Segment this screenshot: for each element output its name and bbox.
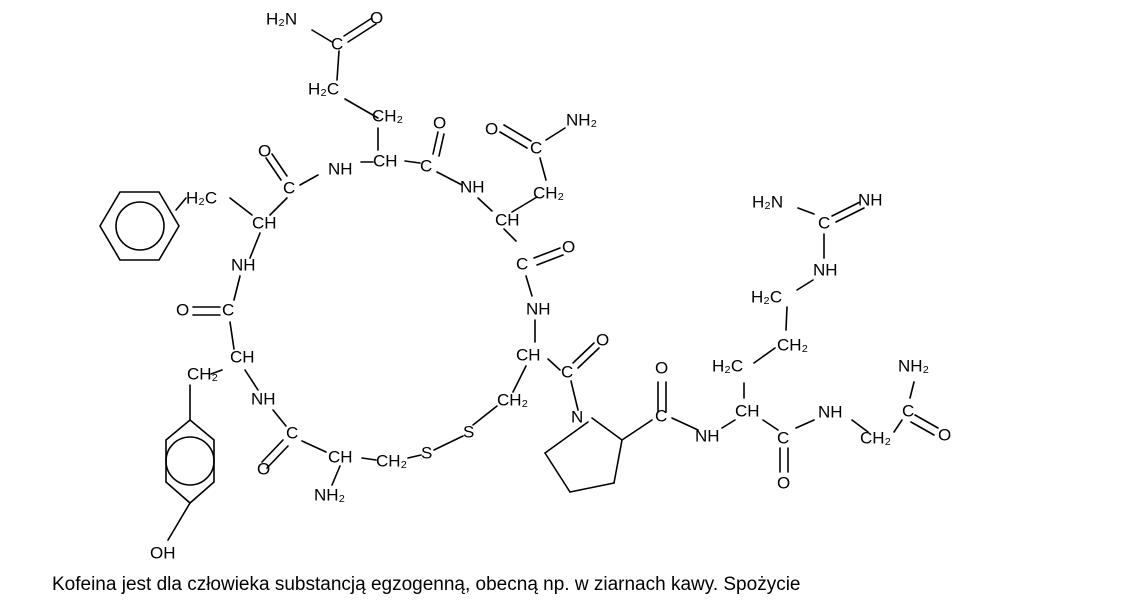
caption-text: Kofeina jest dla człowieka substancją eg… (52, 574, 801, 595)
atom-label-arg-h2c-upper: H₂C (751, 287, 782, 306)
atom-label-cys1-c: C (286, 423, 298, 442)
atom-label-gln-o: O (370, 8, 383, 27)
atom-label-gln-ch: CH (373, 151, 398, 170)
atom-label-arg-h2c: H₂C (712, 356, 743, 375)
atom-label-guan-h2n: H₂N (752, 192, 783, 211)
atom-label-asn-nh: NH (460, 177, 485, 196)
atom-label-arg-ch: CH (735, 401, 760, 420)
atom-label-amide-top-c: C (420, 156, 432, 175)
atom-label-cys1-o: O (257, 459, 270, 478)
atom-label-pro-co-o: O (596, 330, 609, 349)
atom-label-phe-o: O (258, 141, 271, 160)
atom-label-asn-c: C (530, 138, 542, 157)
atom-label-gln-c: C (331, 34, 343, 53)
atom-label-cys6-nh: NH (526, 299, 551, 318)
atom-label-tyr-oh: OH (150, 543, 176, 562)
atom-label-tyr-c: C (222, 300, 234, 319)
atom-label-gly-o: O (938, 425, 951, 444)
atom-label-gly-nh2: NH₂ (898, 356, 929, 375)
atom-label-tyr-ch2: CH₂ (187, 364, 218, 383)
atom-label-tyr-o: O (176, 300, 189, 319)
atom-label-tyr-nh: NH (251, 389, 276, 408)
atom-label-gln-h2c: H₂C (308, 79, 339, 98)
atom-label-cys6-ch: CH (516, 345, 541, 364)
atom-label-asn-ch2: CH₂ (533, 183, 564, 202)
atom-label-phe-c: C (283, 178, 295, 197)
atom-label-cys1-ch2: CH₂ (376, 451, 407, 470)
atom-label-s2: S (463, 422, 474, 441)
atom-label-asn-nh2: NH₂ (566, 110, 597, 129)
atom-label-phe-ch: CH (252, 213, 277, 232)
atom-label-cys1-ch: CH (328, 447, 353, 466)
atom-label-gly-nh: NH (818, 402, 843, 421)
atom-label-tyr-ch: CH (230, 347, 255, 366)
atom-label-cys6-o: O (562, 237, 575, 256)
atom-label-arg-nh: NH (695, 426, 720, 445)
atom-label-s1: S (421, 443, 432, 462)
atom-label-gly-c: C (902, 401, 914, 420)
atom-labels: H₂N O C H₂C CH₂ CH NH O C O C H₂C CH NH … (150, 8, 951, 562)
atom-label-gln-h2n: H₂N (266, 9, 297, 28)
atom-label-arg-nh-side: NH (813, 260, 838, 279)
atom-label-pro-n: N (571, 407, 583, 426)
atom-label-cys6-ch2: CH₂ (497, 390, 528, 409)
atom-label-phe-nh: NH (231, 255, 256, 274)
atom-label-pro-o: O (655, 358, 668, 377)
atom-label-arg-c: C (777, 428, 789, 447)
atom-label-arg-o: O (777, 473, 790, 492)
atom-label-asn-o: O (485, 119, 498, 138)
atom-label-gly-ch2: CH₂ (860, 428, 891, 447)
atom-label-pro-c: C (655, 406, 667, 425)
atom-label-arg-ch2: CH₂ (777, 335, 808, 354)
atom-label-guan-c: C (818, 213, 830, 232)
atom-label-pro-co-c: C (561, 362, 573, 381)
atom-label-asn-ch: CH (495, 210, 520, 229)
atom-label-amide-top-o: O (433, 113, 446, 132)
atom-label-gln-nh: NH (328, 159, 353, 178)
atom-label-phe-h2c: H₂C (186, 188, 217, 207)
bonds (99, 17, 939, 541)
atom-label-gln-ch2: CH₂ (372, 106, 403, 125)
atom-label-guan-nh: NH (858, 190, 883, 209)
atom-label-cys6-c: C (516, 254, 528, 273)
atom-label-cys1-nh2: NH₂ (314, 485, 345, 504)
